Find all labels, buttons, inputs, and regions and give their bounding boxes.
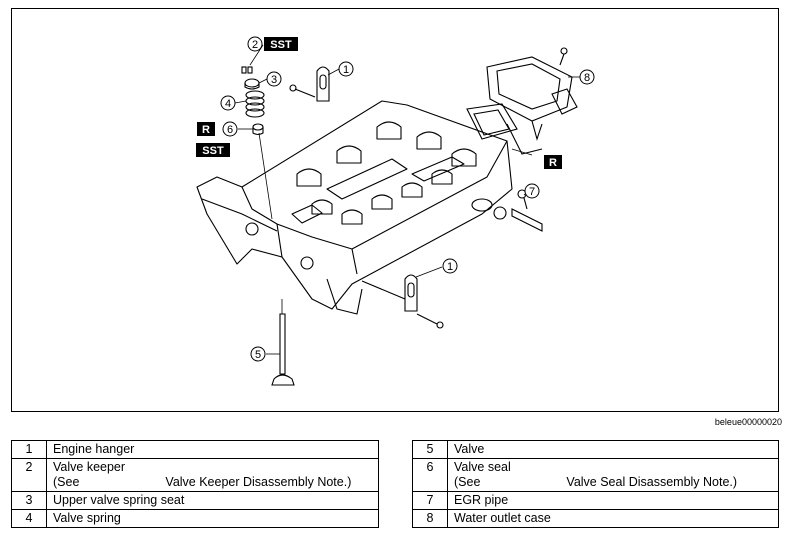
callout-3: 3	[266, 71, 282, 87]
sst-tag-left: SST	[196, 143, 230, 157]
table-row: 5 Valve	[412, 440, 779, 459]
part-number: 3	[11, 491, 47, 510]
part-number: 5	[412, 440, 448, 459]
svg-text:4: 4	[225, 98, 231, 110]
replace-tag-left: R	[197, 122, 215, 136]
part-name: Water outlet case	[447, 509, 779, 528]
note-link[interactable]: Valve Keeper Disassembly Note.)	[165, 475, 352, 489]
note-link[interactable]: Valve Seal Disassembly Note.)	[566, 475, 738, 489]
svg-text:1: 1	[447, 261, 453, 273]
part-name: Valve spring	[46, 509, 379, 528]
engine-hanger-bottom	[361, 274, 444, 329]
part-name: Valve	[447, 440, 779, 459]
part-number: 4	[11, 509, 47, 528]
cylinder-head-illustration: 1 2 3 4 6 8 7 1 5 SST R SST R	[196, 36, 595, 386]
leader-lines	[234, 44, 580, 355]
svg-text:R: R	[202, 124, 210, 136]
callout-8: 8	[579, 69, 595, 85]
figure-code: beleue00000020	[714, 417, 782, 427]
sst-tag-top: SST	[264, 37, 298, 51]
svg-text:3: 3	[271, 74, 277, 86]
table-row: 4 Valve spring	[11, 509, 379, 528]
valve-stem	[271, 299, 295, 386]
callout-1-bottom: 1	[442, 258, 458, 274]
part-name: Valve keeper	[53, 460, 126, 474]
table-row: 7 EGR pipe	[412, 491, 779, 510]
part-number: 7	[412, 491, 448, 510]
part-name: Upper valve spring seat	[46, 491, 379, 510]
svg-text:2: 2	[252, 39, 258, 51]
svg-text:7: 7	[529, 186, 535, 198]
callout-6: 6	[222, 121, 238, 137]
svg-text:SST: SST	[202, 145, 224, 157]
cam-caps	[296, 121, 477, 225]
svg-text:R: R	[549, 157, 557, 169]
table-row: 3 Upper valve spring seat	[11, 491, 379, 510]
table-row: 8 Water outlet case	[412, 509, 779, 528]
part-number: 6	[412, 458, 448, 492]
svg-text:SST: SST	[270, 39, 292, 51]
part-name: EGR pipe	[447, 491, 779, 510]
exploded-view-figure: 1 2 3 4 6 8 7 1 5 SST R SST R	[11, 8, 779, 412]
part-name: Valve seal	[454, 460, 511, 474]
svg-text:8: 8	[584, 72, 590, 84]
water-outlet-case	[466, 47, 578, 155]
callout-2: 2	[247, 36, 263, 52]
replace-tag-right: R	[544, 155, 562, 169]
part-number: 1	[11, 440, 47, 459]
table-row: 1 Engine hanger	[11, 440, 379, 459]
callout-5: 5	[250, 346, 266, 362]
cylinder-head-body	[196, 100, 513, 310]
part-number: 8	[412, 509, 448, 528]
callout-7: 7	[524, 183, 540, 199]
callout-1-top: 1	[338, 61, 354, 77]
svg-text:6: 6	[227, 124, 233, 136]
callout-4: 4	[220, 95, 236, 111]
part-number: 2	[11, 458, 47, 492]
svg-text:1: 1	[343, 64, 349, 76]
callouts: 1 2 3 4 6 8 7 1 5	[220, 36, 595, 362]
part-name: Engine hanger	[46, 440, 379, 459]
svg-text:5: 5	[255, 349, 261, 361]
engine-hanger-top	[289, 66, 330, 102]
